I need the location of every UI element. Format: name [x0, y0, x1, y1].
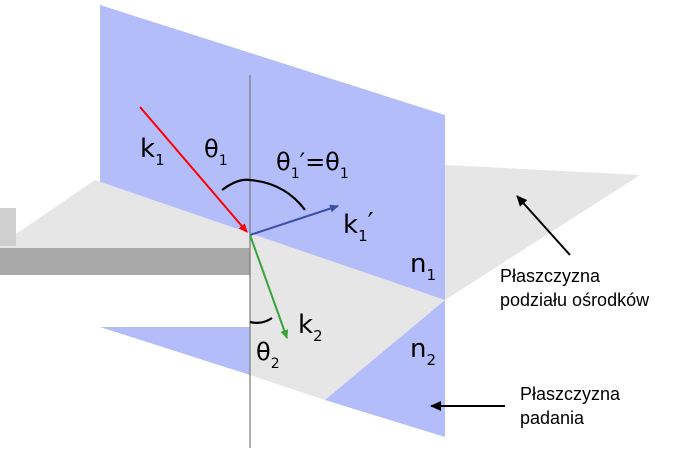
boundary-plane-callout-arrow: [516, 195, 571, 256]
reflection-arc: [249, 178, 306, 211]
reflected-ray: [249, 204, 339, 236]
incidence-plane-lower: [100, 327, 250, 375]
boundary-plane-front: [0, 180, 445, 400]
incidence-plane-callout-line2: padania: [520, 408, 585, 428]
incidence-plane-callout-line1: Płaszczyzna: [520, 384, 621, 404]
theta2-arc: [249, 317, 273, 324]
n2-label: n2: [410, 334, 436, 369]
reflection-law-label: θ1′=θ1: [276, 148, 349, 182]
slab-edge-dark: [0, 248, 250, 275]
k1-prime-label: k1′: [343, 208, 374, 245]
theta2-label: θ2: [256, 338, 280, 372]
boundary-plane-callout-line2: podziału ośrodków: [500, 290, 650, 310]
theta1-arc: [221, 178, 251, 191]
k2-label: k2: [298, 310, 323, 345]
refracted-ray: [249, 234, 289, 339]
boundary-plane-callout-line1: Płaszczyzna: [500, 266, 601, 286]
n1-label: n1: [410, 249, 436, 284]
incident-ray: [139, 106, 248, 233]
slab-edge-shade: [0, 208, 16, 246]
incidence-plane-lower-right: [325, 300, 445, 437]
k1-label: k1: [140, 134, 165, 169]
incidence-plane-upper: [100, 5, 445, 300]
theta1-label: θ1: [204, 135, 228, 169]
